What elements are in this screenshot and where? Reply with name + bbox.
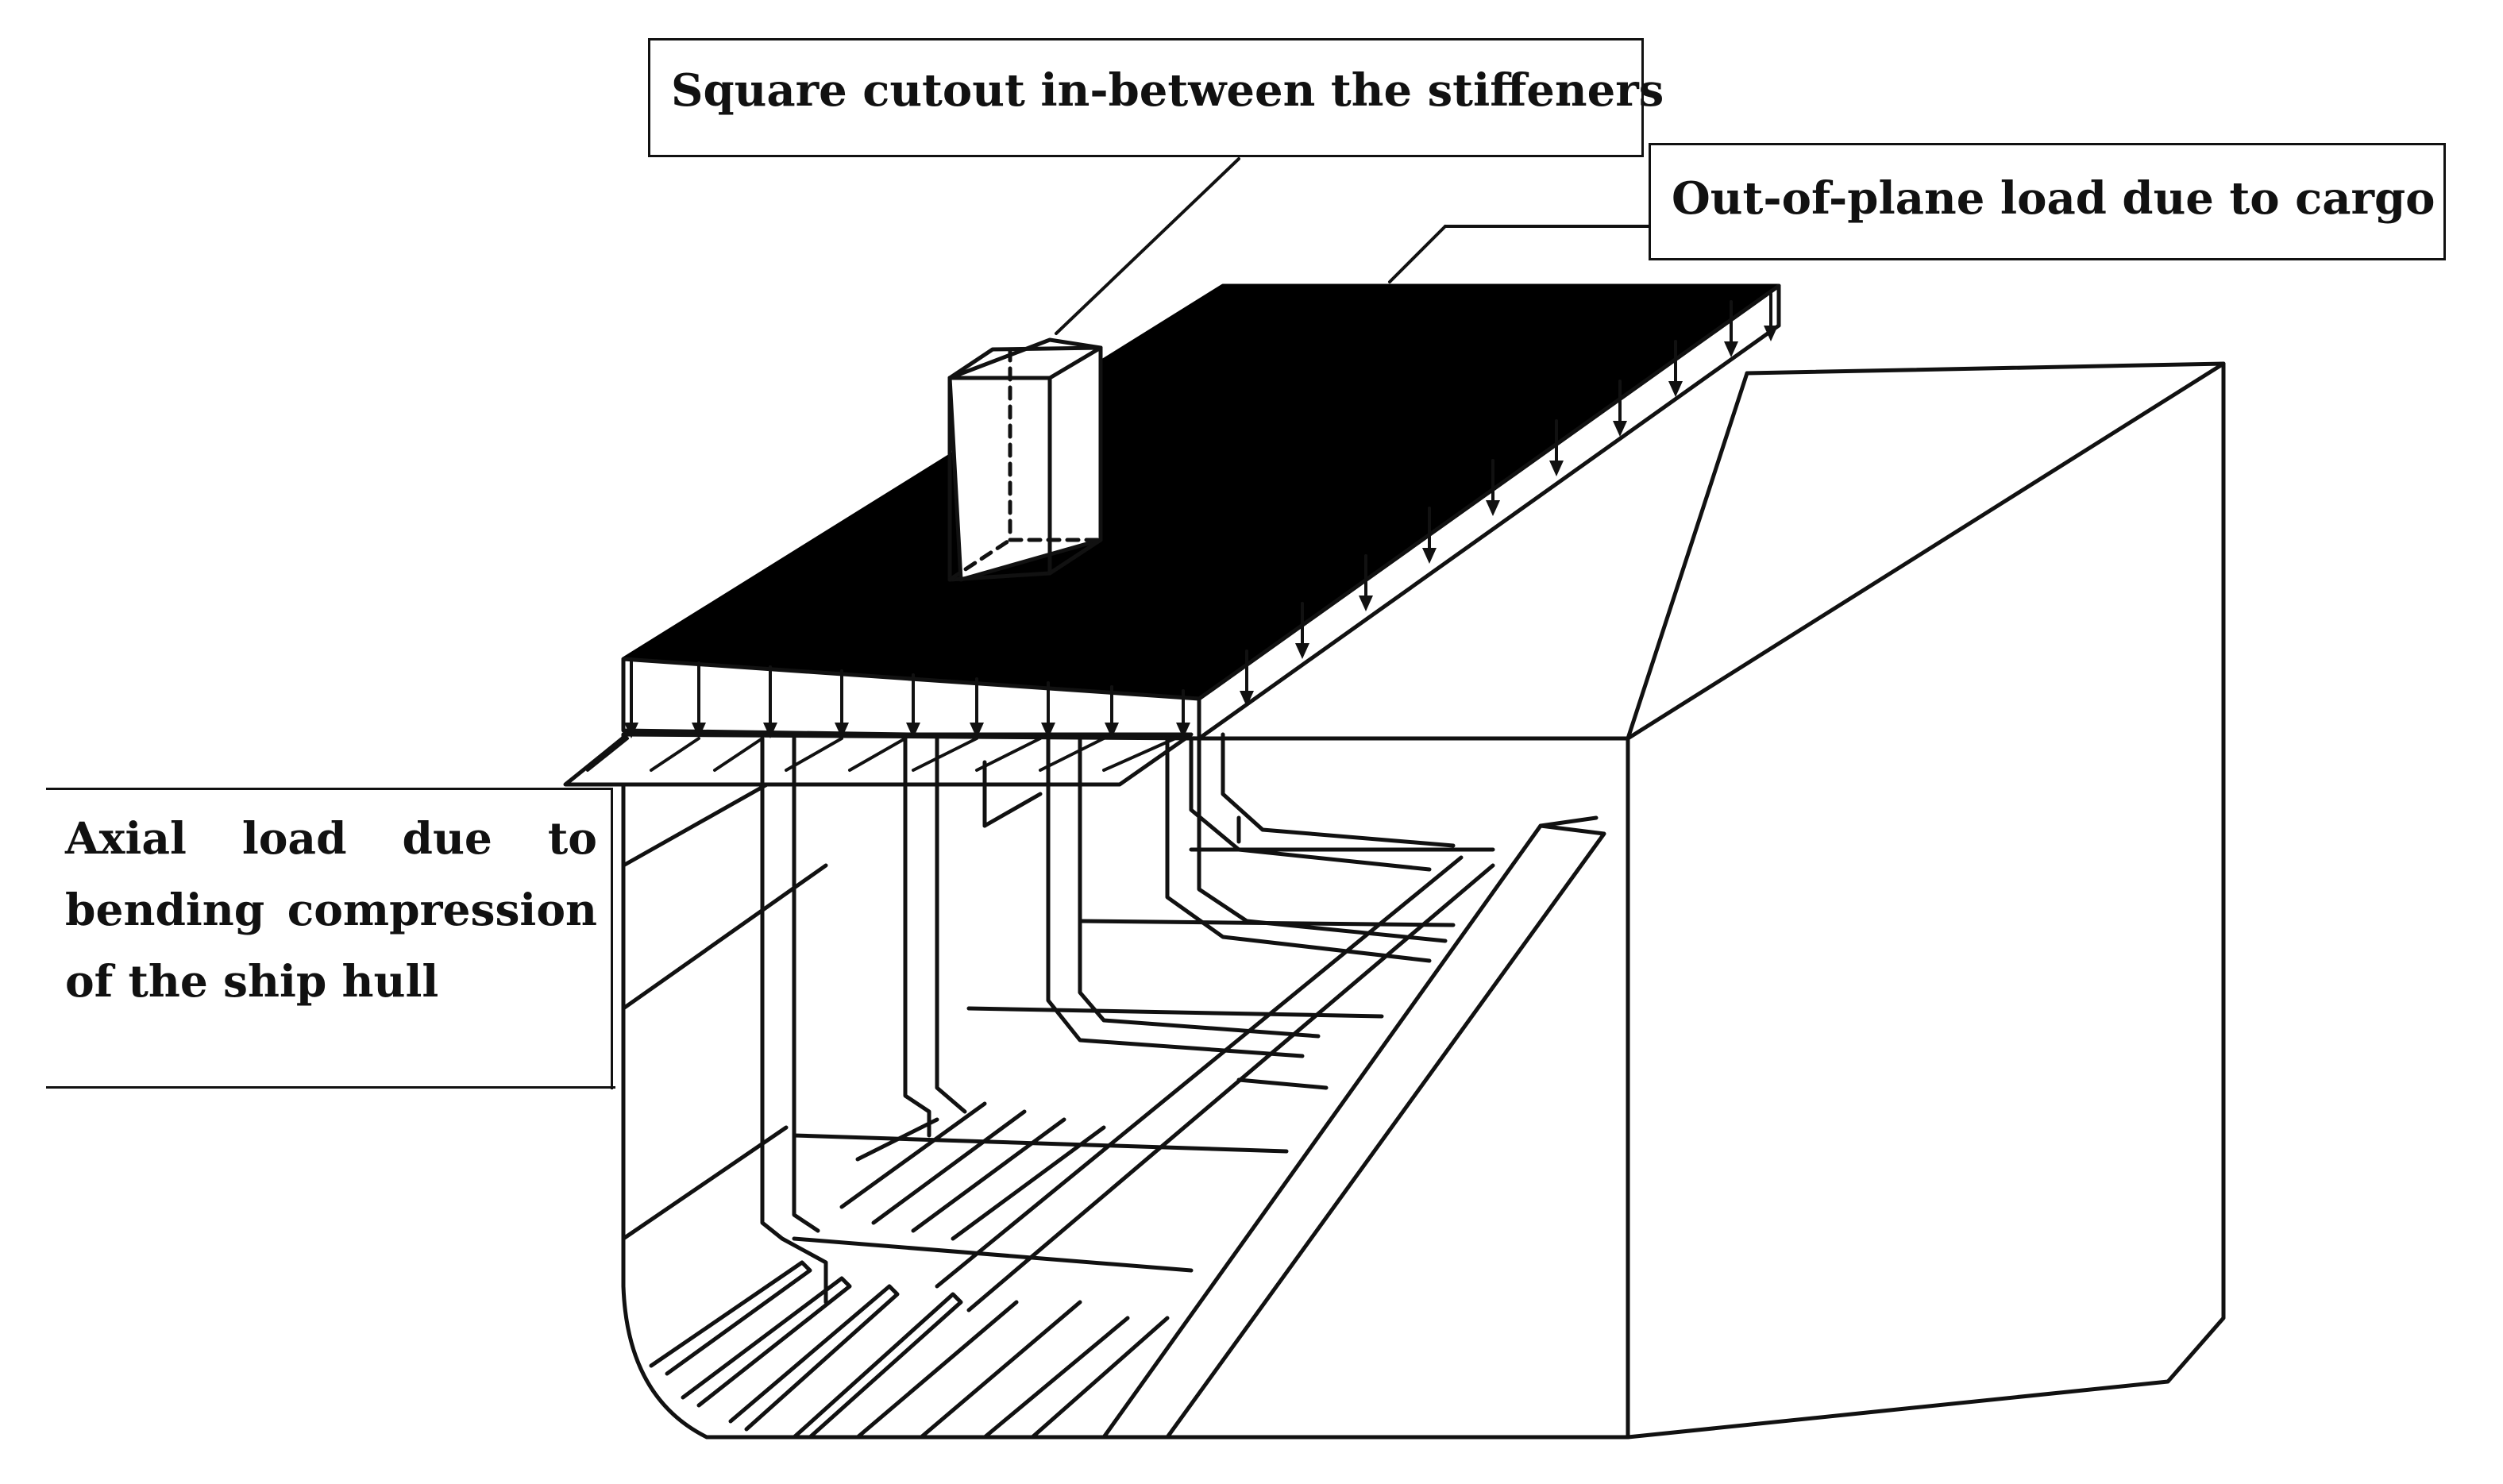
out-of-plane-label: Out-of-plane load due to cargo xyxy=(1649,143,2446,260)
cutout-label: Square cutout in-between the stiffeners xyxy=(648,38,1664,157)
axial-label-line1: Axial load due to xyxy=(65,812,597,864)
leader-lines xyxy=(1055,157,1650,335)
cutout-label-text: Square cutout in-between the stiffeners xyxy=(671,64,1664,117)
arrow-heads xyxy=(624,326,1778,738)
axial-plate xyxy=(563,732,1194,787)
floors xyxy=(792,847,1495,1273)
girders xyxy=(935,815,1606,1440)
axial-label-bottom-border xyxy=(46,1086,615,1089)
hull-shell xyxy=(621,361,2226,1440)
out-of-plane-label-text: Out-of-plane load due to cargo xyxy=(1672,172,2436,225)
deck-plate xyxy=(621,283,1781,741)
axial-load-label: Axial load due to bending compression of… xyxy=(46,788,613,1089)
axial-load-arrows xyxy=(586,737,1177,772)
square-cutout xyxy=(947,337,1103,582)
axial-label-line2: bending compression xyxy=(65,884,597,935)
axial-label-line3: of the ship hull xyxy=(65,955,439,1007)
bottom-stiffeners xyxy=(649,1101,1170,1440)
web-frames xyxy=(760,732,1456,1305)
